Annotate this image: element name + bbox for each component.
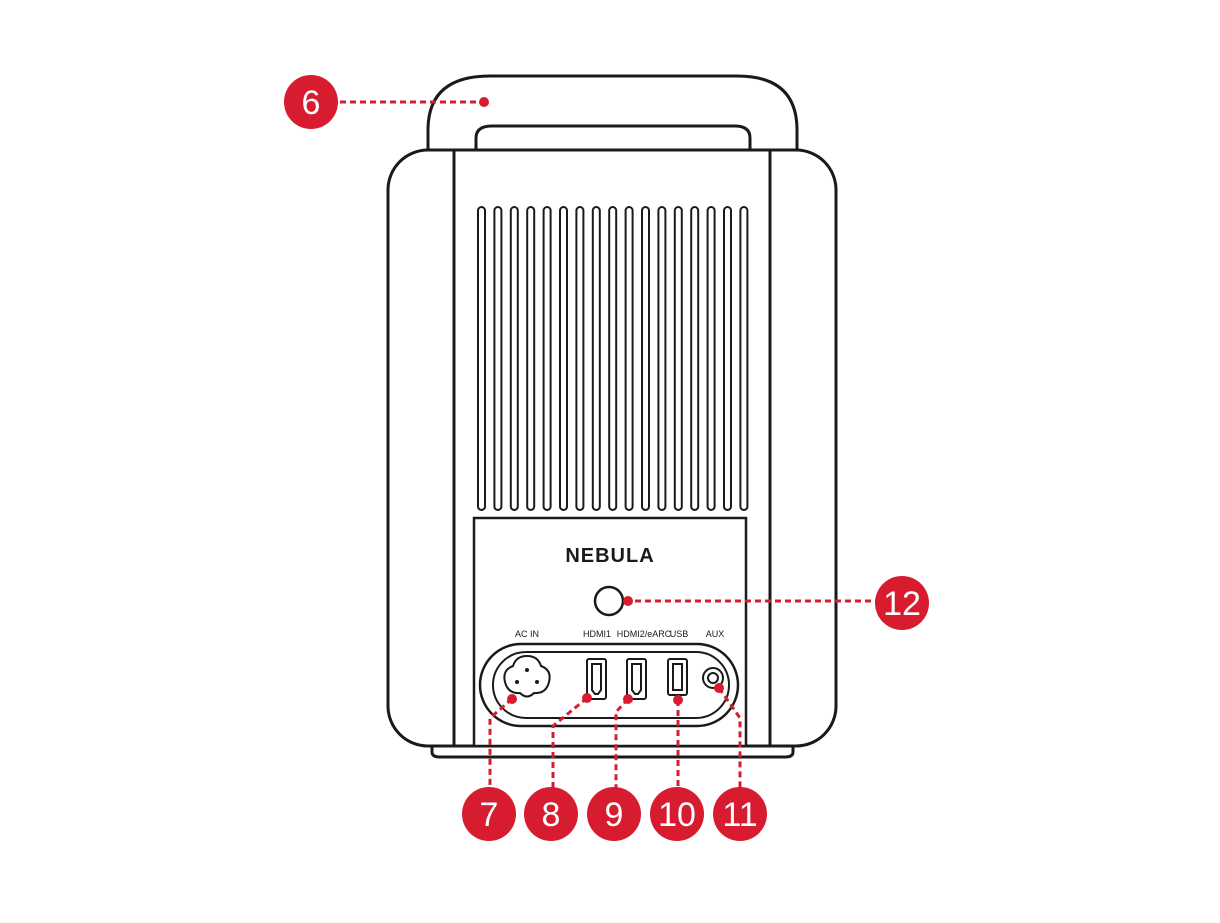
hdmi1-port[interactable] [586,658,607,700]
anchor-dot-6 [479,97,489,107]
label-hdmi2: HDMI2/eARC [617,629,672,639]
anchor-dot-12 [623,596,633,606]
callout-12: 12 [875,576,929,630]
callout-11: 11 [713,787,767,841]
vent-slot [477,206,486,511]
vent-slot [723,206,732,511]
svg-text:9: 9 [605,796,624,834]
svg-text:7: 7 [480,796,499,834]
vent-slot [591,206,601,511]
ac-in-port[interactable] [503,654,551,698]
vent-grille [477,206,749,511]
callout-6: 6 [284,75,338,129]
vent-slot [559,206,568,511]
base-foot [430,745,795,759]
leader-8 [551,696,588,788]
vent-slot [542,206,552,511]
leader-9 [614,697,630,788]
svg-text:12: 12 [883,585,921,623]
vent-slot [493,206,503,511]
callout-7: 7 [462,787,516,841]
vent-slot [673,206,683,511]
vent-slot [509,206,519,511]
svg-text:11: 11 [722,796,757,834]
svg-text:8: 8 [542,796,561,834]
label-hdmi1: HDMI1 [583,629,611,639]
label-aux: AUX [706,629,725,639]
vent-slot [641,206,650,511]
anchor-dot-11 [714,683,724,693]
callout-9: 9 [587,787,641,841]
anchor-dot-7 [507,694,517,704]
vent-slot [608,206,618,511]
leader-7 [488,697,513,788]
label-ac-in: AC IN [515,629,539,639]
usb-port[interactable] [667,658,688,696]
leader-11 [717,687,742,788]
label-usb: USB [670,629,689,639]
round-button[interactable] [593,585,625,617]
port-bay [478,642,740,728]
vent-slot [526,206,536,511]
port-bay-inner [492,651,730,719]
svg-text:10: 10 [658,796,696,834]
vent-slot [575,206,585,511]
aux-port[interactable] [702,667,724,689]
handle [426,74,799,150]
brand-logo: NEBULA [565,545,654,567]
anchor-dot-9 [623,694,633,704]
callout-8: 8 [524,787,578,841]
hdmi2-earc-port[interactable] [626,658,647,700]
svg-text:6: 6 [302,84,321,122]
vent-slot [690,206,700,511]
vent-slot [657,206,667,511]
anchor-dot-10 [673,695,683,705]
vent-slot [739,206,749,511]
vent-slot [706,206,716,511]
vent-slot [624,206,634,511]
anchor-dot-8 [582,693,592,703]
callout-10: 10 [650,787,704,841]
